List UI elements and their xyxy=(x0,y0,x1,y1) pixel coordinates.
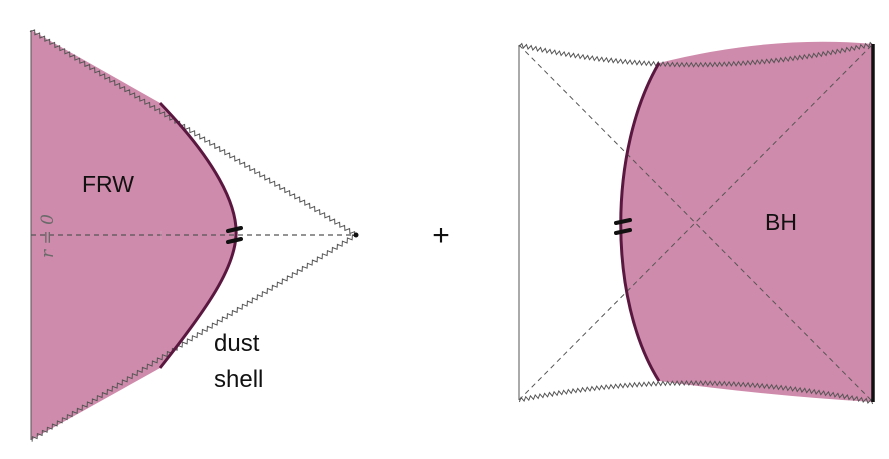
r-zero-axis-label: r = 0 xyxy=(38,214,58,258)
endpoint-dot xyxy=(353,232,359,238)
frw-label: FRW xyxy=(82,171,134,197)
future-singularity xyxy=(518,41,874,68)
past-singularity xyxy=(518,380,874,405)
bh-label: BH xyxy=(765,209,797,235)
identification-mark-left xyxy=(226,226,243,244)
plus-sign: + xyxy=(432,219,450,252)
horizon-diagonal-2 xyxy=(518,43,874,401)
shell-label: shell xyxy=(214,366,263,393)
big-bang-singularity-top xyxy=(29,29,356,237)
big-crunch-singularity-bottom xyxy=(31,234,358,442)
dust-shell-worldline xyxy=(158,101,238,369)
left-penrose-diagram: FRW dust shell r = 0 xyxy=(29,29,359,442)
right-penrose-diagram: BH xyxy=(518,41,875,405)
identification-mark-right xyxy=(614,218,632,235)
dust-label: dust xyxy=(214,330,260,357)
horizon-diagonal-1 xyxy=(518,44,874,403)
black-hole-region xyxy=(620,41,873,402)
dust-shell-worldline-bh xyxy=(619,62,661,382)
